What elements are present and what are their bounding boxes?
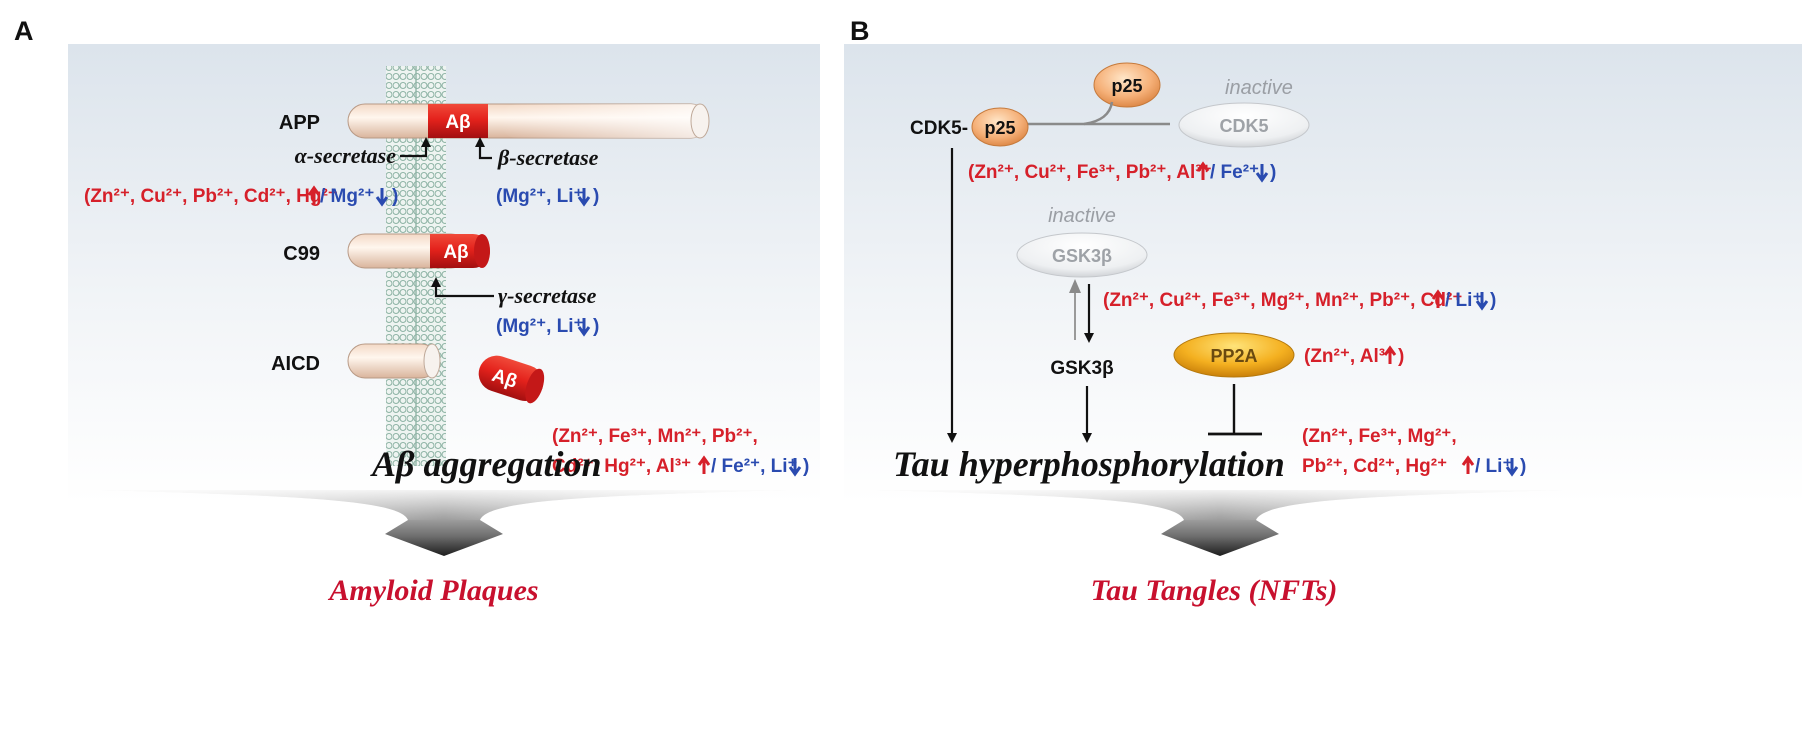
funnel-arrow-b (876, 490, 1564, 556)
tau-tangles-label: Tau Tangles (NFTs) (1091, 574, 1338, 607)
gamma-ions-decrease: (Mg²⁺, Li⁺ (496, 316, 584, 337)
panel-a: A Aβ APP α-secretase β-secretase (14, 16, 820, 607)
tau-ions-line2-increase: Pb²⁺, Cd²⁺, Hg²⁺ (1302, 456, 1447, 477)
c99-fragment: Aβ (347, 233, 490, 269)
tau-ions-line2-decrease: / Li⁺ (1475, 456, 1512, 477)
down-arrow-icon (577, 188, 591, 207)
up-arrow-icon (1196, 161, 1210, 180)
pp2a-ions-increase: (Zn²⁺, Al³⁺ (1304, 346, 1395, 367)
gsk-ions-increase: (Zn²⁺, Cu²⁺, Fe³⁺, Mg²⁺, Mn²⁺, Pb²⁺, Cd²… (1103, 290, 1462, 311)
down-arrow-icon (375, 188, 389, 207)
tau-ions-line1: (Zn²⁺, Fe³⁺, Mg²⁺, (1302, 426, 1457, 447)
cdk5-complex-label: CDK5- (910, 118, 968, 139)
app-protein: Aβ (347, 103, 710, 139)
svg-text:): ) (392, 186, 398, 207)
gsk3b-inactive-name: GSK3β (1052, 246, 1112, 266)
down-arrow-icon (1505, 458, 1519, 477)
panel-b: B p25 inactive CDK5 CDK5- p25 (Zn²⁺, Cu²… (844, 16, 1802, 607)
svg-text:): ) (1270, 162, 1276, 183)
gamma-secretase-arrow (431, 277, 494, 298)
down-arrow-icon (1255, 164, 1269, 183)
gamma-secretase-metals: (Mg²⁺, Li⁺ ) (496, 316, 599, 337)
svg-text:): ) (593, 316, 599, 337)
up-arrow-icon (307, 185, 321, 204)
aicd-label: AICD (271, 353, 320, 375)
cdk5-inactive-name: CDK5 (1219, 116, 1268, 136)
svg-text:): ) (1490, 290, 1496, 311)
p25-in-complex: p25 (971, 107, 1029, 147)
app-label: APP (279, 112, 320, 134)
down-arrow-icon (1475, 292, 1489, 311)
up-arrow-icon (1431, 289, 1445, 308)
panel-b-letter: B (850, 16, 870, 46)
gsk-metals: (Zn²⁺, Cu²⁺, Fe³⁺, Mg²⁺, Mn²⁺, Pb²⁺, Cd²… (1103, 289, 1496, 311)
beta-secretase-label: β-secretase (497, 145, 599, 170)
pp2a-metals: (Zn²⁺, Al³⁺ ) (1304, 345, 1404, 367)
gamma-secretase-label: γ-secretase (498, 283, 597, 308)
up-arrow-icon (1461, 455, 1475, 474)
abeta-label-c99: Aβ (443, 242, 468, 263)
p25-protein: p25 (1093, 62, 1161, 108)
abeta-segment-app (428, 104, 488, 138)
svg-text:/ Mg²⁺: / Mg²⁺ (320, 186, 374, 207)
funnel-arrow-a (100, 490, 788, 556)
aggregation-metals: (Zn²⁺, Fe³⁺, Mn²⁺, Pb²⁺, Cd²⁺, Hg²⁺, Al³… (552, 426, 809, 477)
pp2a-enzyme: PP2A (1173, 332, 1295, 378)
gsk-inactive-label: inactive (1048, 205, 1116, 227)
panel-a-letter: A (14, 16, 34, 46)
alpha-secretase-arrow (400, 137, 431, 158)
svg-text:): ) (593, 186, 599, 207)
abeta-label-app: Aβ (445, 112, 470, 133)
alpha-secretase-label: α-secretase (295, 143, 397, 168)
agg-ions-line1: (Zn²⁺, Fe³⁺, Mn²⁺, Pb²⁺, (552, 426, 758, 447)
beta-secretase-arrow (475, 137, 492, 160)
cdk5-inactive-label: inactive (1225, 77, 1293, 99)
beta-ions-decrease: (Mg²⁺, Li⁺ (496, 186, 584, 207)
p25-label: p25 (1111, 76, 1142, 96)
cdk5-inactive: CDK5 (1178, 102, 1310, 148)
amyloid-plaques-label: Amyloid Plaques (327, 574, 538, 607)
alpha-ions-decrease: / Mg²⁺ (320, 186, 374, 207)
pp2a-inhibition (1208, 384, 1262, 436)
svg-text:): ) (1520, 456, 1526, 477)
gsk-ions-decrease: / Li⁺ (1445, 290, 1482, 311)
released-abeta: Aβ (478, 355, 545, 404)
up-arrow-icon (697, 455, 711, 474)
svg-text:): ) (803, 456, 809, 477)
cdk5-activation-arrow (1008, 101, 1170, 130)
p25-complex-label: p25 (984, 118, 1015, 138)
aicd-fragment (347, 343, 441, 379)
alpha-secretase-metals: (Zn²⁺, Cu²⁺, Pb²⁺, Cd²⁺, Hg²⁺ / Mg²⁺ ) (84, 185, 398, 207)
down-arrow-icon (788, 458, 802, 477)
cdk5-ions-increase: (Zn²⁺, Cu²⁺, Fe³⁺, Pb²⁺, Al³⁺ (968, 162, 1212, 183)
tau-metals: (Zn²⁺, Fe³⁺, Mg²⁺, Pb²⁺, Cd²⁺, Hg²⁺ / Li… (1302, 426, 1526, 477)
gsk3b-active-label: GSK3β (1050, 358, 1113, 379)
svg-text:(Zn²⁺, Cu²⁺, Pb²⁺, Cd²⁺, Hg²⁺: (Zn²⁺, Cu²⁺, Pb²⁺, Cd²⁺, Hg²⁺ (84, 186, 338, 207)
alpha-ions-increase: (Zn²⁺, Cu²⁺, Pb²⁺, Cd²⁺, Hg²⁺ (84, 186, 338, 207)
abeta-aggregation-label: Aβ aggregation (370, 444, 601, 484)
c99-label: C99 (283, 243, 320, 265)
down-arrow-icon (577, 318, 591, 337)
cdk5-ions-decrease: / Fe²⁺ (1210, 162, 1259, 183)
beta-secretase-metals: (Mg²⁺, Li⁺ ) (496, 186, 599, 207)
cdk5-metals: (Zn²⁺, Cu²⁺, Fe³⁺, Pb²⁺, Al³⁺ / Fe²⁺ ) (968, 161, 1276, 183)
pp2a-label: PP2A (1210, 346, 1257, 366)
svg-text:): ) (1398, 346, 1404, 367)
agg-ions-line2-decrease: / Fe²⁺, Li⁺ (711, 456, 798, 477)
up-arrow-icon (1383, 345, 1397, 364)
gsk3b-inactive: GSK3β (1016, 232, 1148, 278)
agg-ions-line2-increase: Cd²⁺, Hg²⁺, Al³⁺ (552, 456, 691, 477)
tau-hyperphosphorylation-label: Tau hyperphosphorylation (893, 444, 1285, 484)
